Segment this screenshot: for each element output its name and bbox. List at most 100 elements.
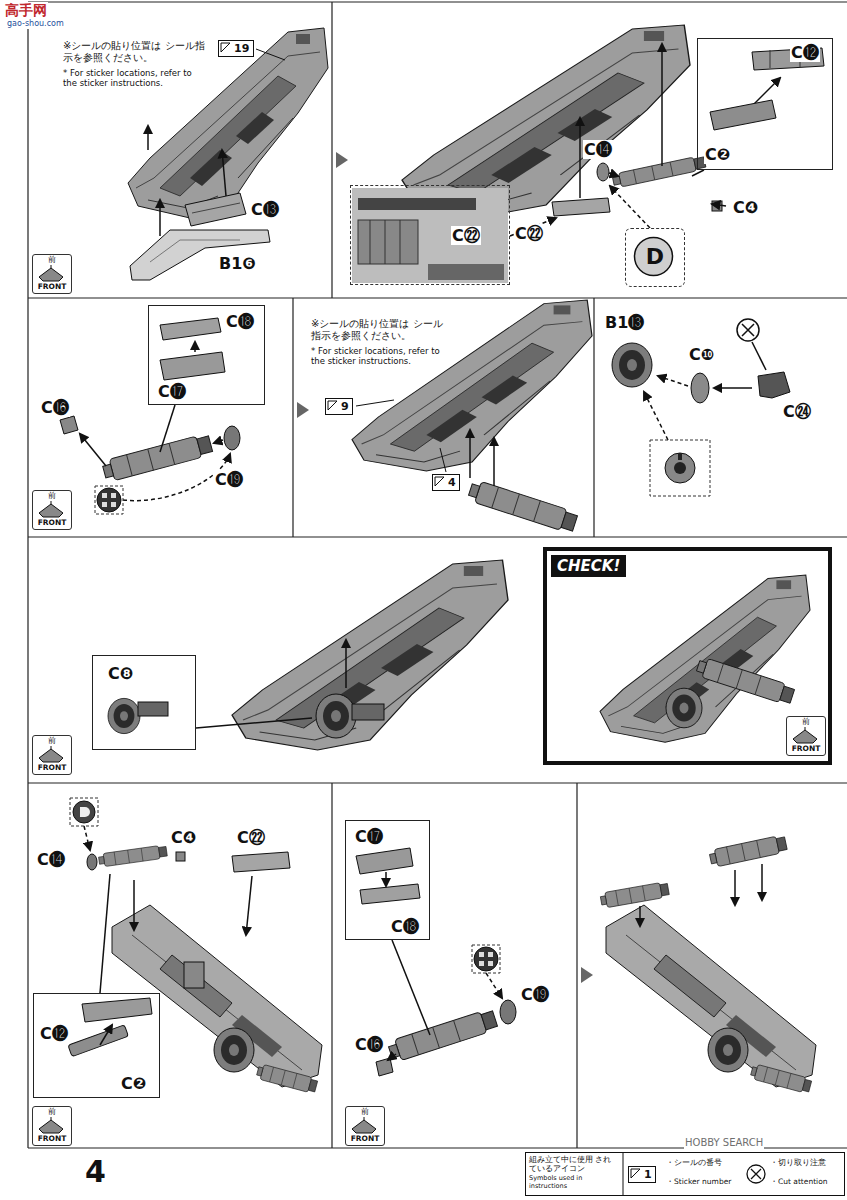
assembly-arrow (493, 438, 495, 486)
hull-assembly (606, 905, 816, 1087)
cylinder-assembly (101, 433, 213, 483)
part-inset-box: C⓲ C⓱ (148, 305, 265, 405)
assembly-arrow (644, 342, 766, 440)
grill-icon (97, 488, 121, 512)
front-icon: 前FRONT (32, 1106, 72, 1146)
assembly-arrow (486, 973, 502, 998)
front-kanji: 前 (33, 736, 71, 746)
wing-assembly (316, 694, 356, 738)
part-number: C⓬ (39, 1024, 69, 1043)
sticker-glyph (631, 1169, 640, 1178)
part-number: C❹ (170, 828, 197, 847)
part-inset-box: C❽ (92, 655, 196, 750)
part-number: C⓮ (36, 850, 66, 869)
legend-heading-jp: 組み立て中に使用 されているアイコン (529, 1155, 619, 1173)
assembly-arrow (194, 342, 196, 352)
hull-assembly (214, 1028, 254, 1072)
check-panel: CHECK!前FRONT (543, 547, 832, 765)
legend-item-en: ・Sticker number (666, 1177, 731, 1186)
panel-frame (28, 2, 847, 1148)
cut-caution-icon (737, 319, 759, 341)
assembly-arrow (661, 44, 663, 166)
part-number: C⓱ (157, 382, 187, 401)
cylinder-assembly (224, 426, 240, 450)
cylinder-assembly (387, 1008, 498, 1063)
assembly-arrow (392, 940, 430, 1035)
assembly-arrow (469, 430, 471, 478)
peg-orientation-icon: D (625, 228, 685, 287)
assembly-arrow (147, 126, 149, 150)
step-arrow (297, 152, 593, 983)
wing-assembly (128, 28, 328, 280)
front-pictogram (805, 727, 806, 730)
watermark: HOBBY SEARCH (684, 1137, 764, 1149)
front-label: FRONT (346, 1134, 384, 1143)
assembly-arrow (609, 173, 618, 176)
sticker-note: * For sticker locations, refer to the st… (310, 346, 452, 366)
part-number: C⓲ (225, 312, 255, 331)
step-arrow (581, 967, 593, 983)
wing-assembly (612, 155, 706, 188)
sticker-glyph (221, 43, 230, 52)
cylinder-assembly (356, 848, 413, 874)
hull-assembly (232, 852, 290, 872)
engine-assembly (691, 373, 709, 403)
grill-icon (474, 947, 498, 971)
part-number: C⓲ (390, 917, 420, 936)
hull-assembly (87, 854, 97, 870)
legend-item-jp: ・シールの番号 (666, 1158, 722, 1168)
front-icon: 前FRONT (32, 735, 72, 775)
step-arrow (297, 402, 309, 418)
assembly-arrow (579, 118, 581, 198)
leader-line (256, 49, 285, 60)
part-inset-box: C⓬ C❷ (697, 38, 833, 170)
part-number: C❷ (704, 145, 731, 164)
assembly-arrow (712, 204, 726, 206)
part-number: C⓬ (790, 43, 820, 62)
detail-inset-box: C㉒ (350, 185, 510, 285)
front-pictogram (51, 265, 52, 268)
front-icon: 前 FRONT (32, 490, 72, 530)
part-number: C⓰ (354, 1035, 384, 1054)
assembly-arrow (100, 1025, 112, 1045)
assembly-arrow (160, 405, 175, 452)
hull-assembly (600, 835, 816, 1094)
front-kanji: 前 (787, 717, 825, 727)
wing-assembly (108, 698, 140, 733)
part-number: C❿ (688, 345, 715, 364)
legend-item-jp: ・切り取り注意 (770, 1158, 826, 1168)
hull-detail (370, 220, 400, 264)
wing-assembly (130, 230, 270, 280)
engine-assembly (612, 343, 790, 403)
front-kanji: 前 (33, 491, 71, 501)
cylinder-assembly (60, 416, 78, 434)
wing-assembly (352, 704, 384, 720)
assembly-arrow (752, 342, 766, 370)
check-assembly (600, 575, 810, 742)
part-drawing (710, 100, 776, 130)
orientation-box (95, 486, 123, 514)
peg-icon (73, 801, 95, 823)
part-number: C❹ (732, 198, 759, 217)
front-pictogram (51, 1117, 52, 1120)
hull-detail (428, 264, 504, 280)
hull-detail (358, 220, 418, 264)
intake-icon (674, 462, 686, 474)
sticker-number: 19 (234, 41, 249, 56)
front-label: FRONT (33, 518, 71, 527)
front-label: FRONT (33, 1134, 71, 1143)
part-number: C⓳ (214, 470, 244, 489)
check-tag: CHECK! (551, 555, 626, 577)
wing-assembly (402, 25, 690, 215)
wing-assembly (138, 702, 168, 716)
panel-frame (28, 2, 847, 1148)
cylinder-assembly (160, 352, 225, 380)
symbol-legend-box: 組み立て中に使用 されているアイコンSymbols used in instru… (525, 1152, 845, 1196)
cylinder-assembly (160, 318, 221, 340)
intake-icon (678, 453, 682, 460)
front-icon: 前FRONT (32, 254, 72, 294)
part-number: C⓭ (250, 200, 280, 219)
part-number: C❷ (120, 1074, 147, 1093)
page-number: 4 (84, 1154, 107, 1190)
assembly-arrow (196, 640, 346, 728)
